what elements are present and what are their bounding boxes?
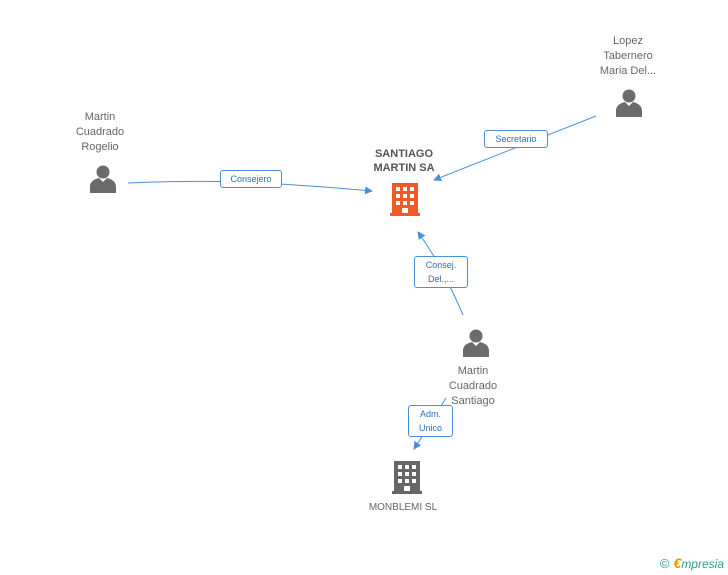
- edge-secretario-line: [433, 115, 597, 182]
- copyright-icon: ©: [659, 555, 670, 571]
- edge-label-line: Adm.: [419, 409, 441, 419]
- label-line: MONBLEMI SL: [368, 502, 438, 513]
- label-line: Lopez: [613, 35, 643, 47]
- label-line: Cuadrado: [448, 380, 498, 392]
- node-label-martin-rogelio[interactable]: Martin Cuadrado Rogelio: [40, 110, 160, 155]
- edge-label-consejero[interactable]: Consejero: [220, 170, 282, 188]
- label-line: MARTIN SA: [373, 162, 435, 174]
- label-line: Rogelio: [81, 141, 119, 153]
- label-line: Santiago: [451, 395, 495, 407]
- node-label-martin-santiago[interactable]: Martin Cuadrado Santiago: [413, 364, 533, 409]
- person-icon[interactable]: [616, 89, 642, 118]
- brand-logo: €mpresia: [673, 555, 724, 571]
- edge-label-line: Secretario: [495, 134, 537, 144]
- edge-label-consej[interactable]: Consej. Del.,...: [414, 256, 468, 288]
- building-icon[interactable]: [392, 461, 422, 494]
- person-icon[interactable]: [463, 329, 489, 358]
- node-label-lopez[interactable]: Lopez Tabernero Maria Del...: [568, 34, 688, 79]
- building-icon[interactable]: [390, 183, 420, 216]
- label-line: Cuadrado: [75, 126, 125, 138]
- brand-footer: © €mpresia: [660, 555, 724, 571]
- edge-label-adm[interactable]: Adm. Unico: [408, 405, 453, 437]
- node-label-monblemi[interactable]: MONBLEMI SL: [343, 500, 463, 515]
- node-label-santiago-martin-sa[interactable]: SANTIAGO MARTIN SA: [344, 147, 464, 175]
- edge-label-line: Del.,...: [427, 274, 454, 284]
- label-line: Maria Del...: [599, 65, 657, 77]
- label-line: Martin: [457, 365, 489, 377]
- label-line: Martin: [84, 111, 116, 123]
- edge-label-secretario[interactable]: Secretario: [484, 130, 548, 148]
- label-line: Tabernero: [603, 50, 653, 62]
- edge-label-line: Consej.: [425, 260, 457, 270]
- label-line: SANTIAGO: [374, 148, 434, 160]
- edge-label-line: Unico: [418, 423, 442, 433]
- person-icon[interactable]: [90, 165, 116, 194]
- edge-label-line: Consejero: [230, 174, 272, 184]
